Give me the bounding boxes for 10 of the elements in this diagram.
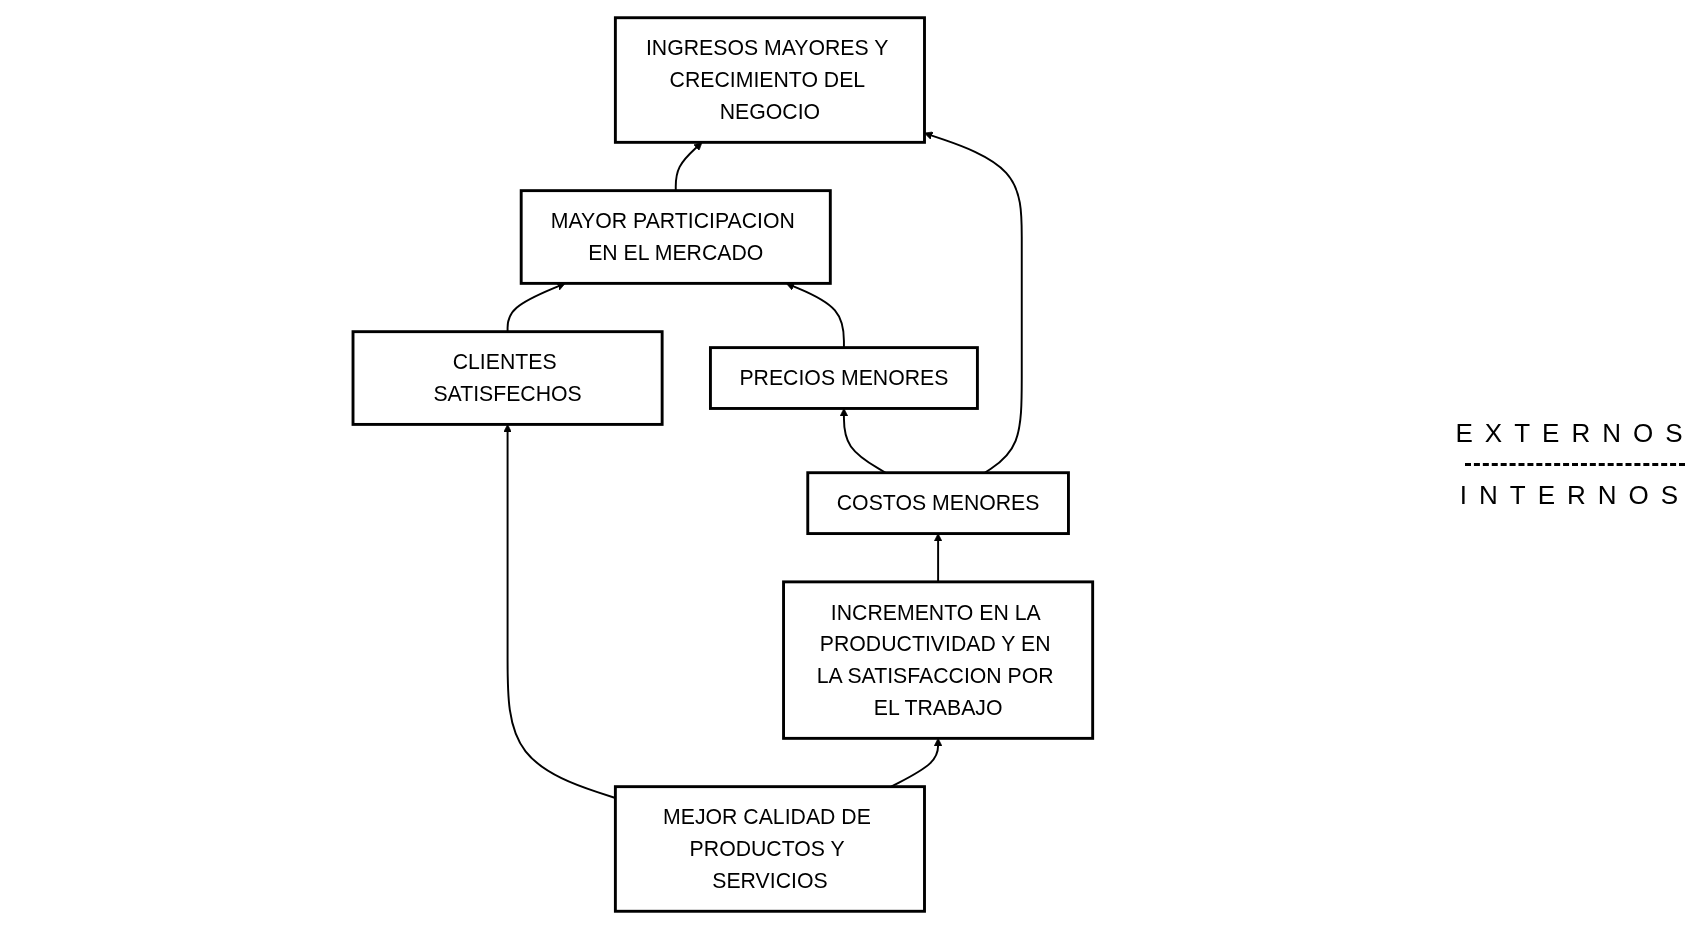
- node-box: INGRESOS MAYORES Y CRECIMIENTO DEL NEGOCIO: [613, 16, 926, 144]
- node-box: MEJOR CALIDAD DE PRODUCTOS Y SERVICIOS: [613, 785, 926, 913]
- node-box: COSTOS MENORES: [805, 471, 1070, 536]
- region-label: INTERNOS: [1459, 480, 1691, 511]
- arrow: [503, 424, 616, 799]
- region-label: EXTERNOS: [1455, 418, 1695, 449]
- node-box: CLIENTES SATISFECHOS: [351, 330, 664, 426]
- node-box: MAYOR PARTICIPACION EN EL MERCADO: [519, 189, 832, 285]
- node-box: PRECIOS MENORES: [708, 346, 979, 410]
- node-box: INCREMENTO EN LA PRODUCTIVIDAD Y EN LA SATISFACCION POR EL TRABAJO: [781, 580, 1094, 740]
